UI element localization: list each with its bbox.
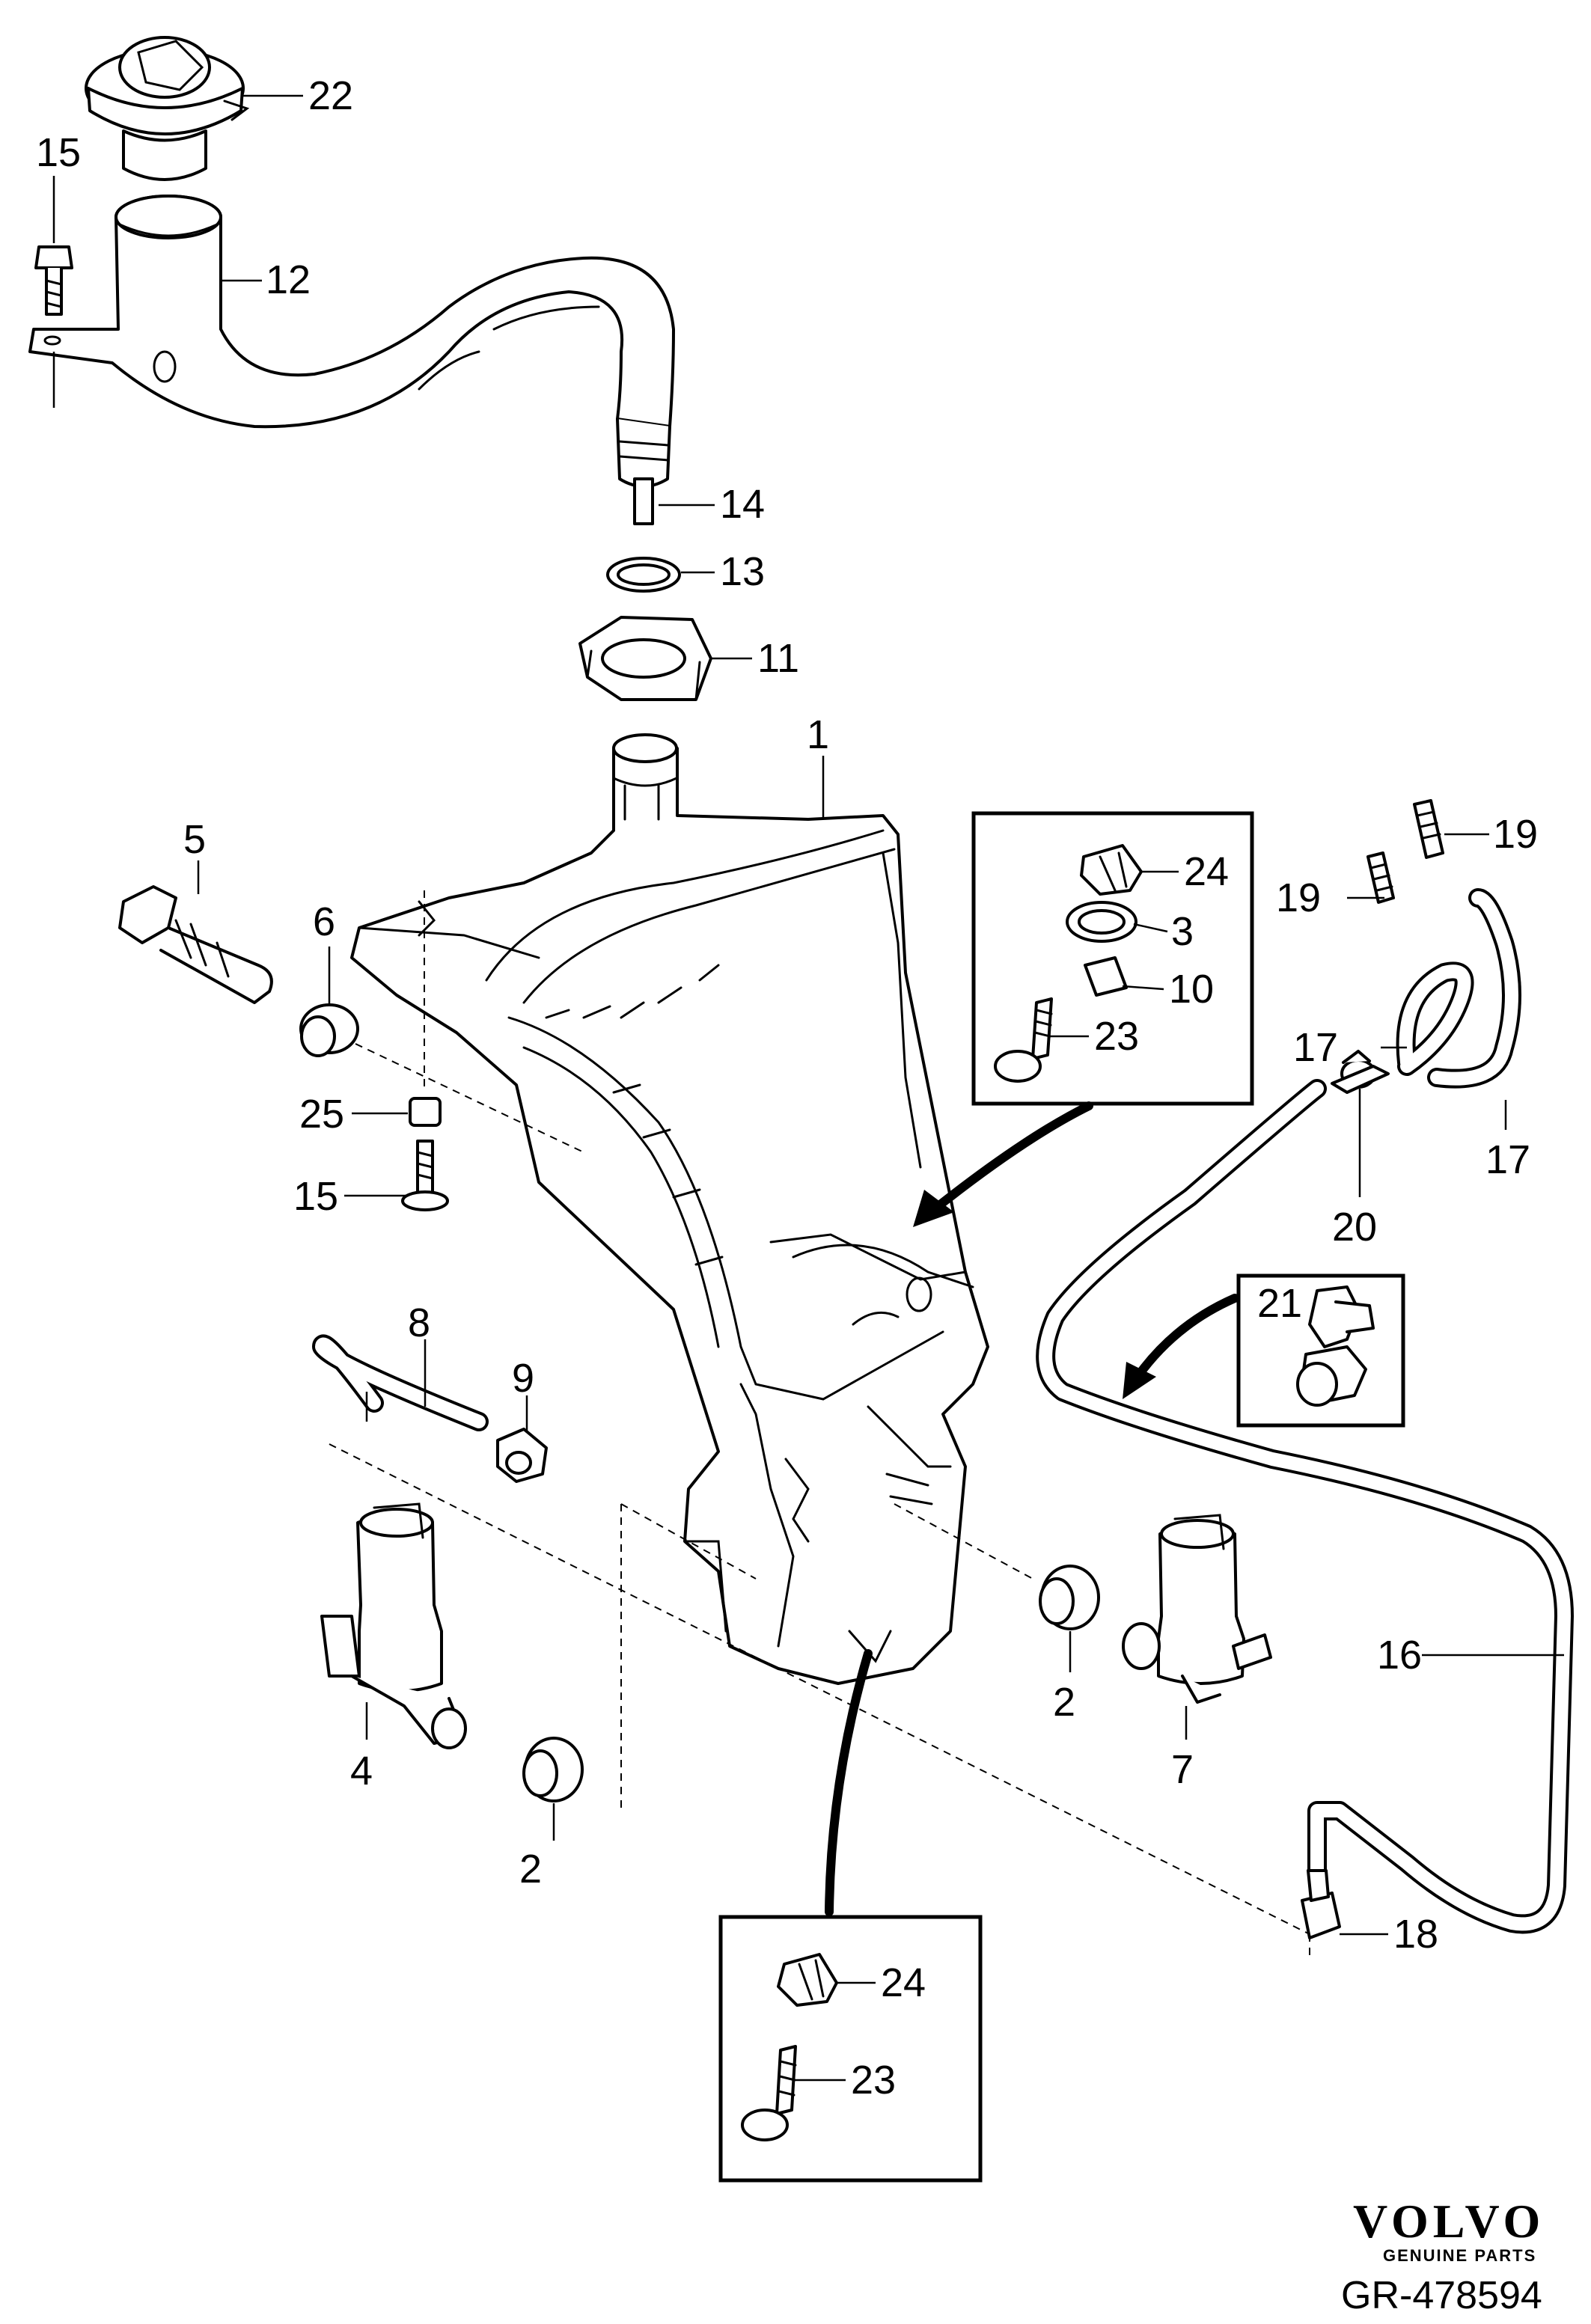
callout-10: 10	[1169, 967, 1214, 1012]
fitting-part-9	[496, 1428, 548, 1483]
bolt-part-15-lower	[401, 1140, 449, 1211]
brand-tagline: GENUINE PARTS	[1383, 2246, 1536, 2265]
inset-21-arrow	[1133, 1294, 1239, 1381]
nozzle-part-18	[1301, 1869, 1341, 1939]
connector-pipe-part-14	[633, 477, 654, 525]
callout-14: 14	[720, 482, 765, 527]
callout-7: 7	[1171, 1747, 1194, 1792]
inset-upper-arrowhead	[913, 1190, 954, 1227]
callout-23-lower: 23	[851, 2058, 896, 2103]
callout-4: 4	[350, 1749, 373, 1794]
bolt-part-15-upper	[34, 176, 73, 408]
callout-15-upper: 15	[36, 130, 81, 175]
reference-number: GR-478594	[1341, 2274, 1542, 2317]
callout-3: 3	[1171, 909, 1194, 954]
callout-23-upper: 23	[1094, 1014, 1139, 1059]
hose-part-16	[1036, 1079, 1574, 1934]
callout-9: 9	[512, 1356, 534, 1401]
hose-part-17	[1396, 888, 1521, 1089]
washer-reservoir-part-1	[350, 733, 989, 1685]
callout-21: 21	[1257, 1281, 1302, 1326]
grommet-part-2-right	[1039, 1565, 1100, 1630]
filler-pipe-part-12	[28, 195, 675, 488]
callout-22: 22	[308, 73, 353, 118]
washer-pump-part-4	[320, 1502, 467, 1749]
level-sensor-part-5	[118, 885, 273, 1004]
grommet-part-2-left	[522, 1737, 584, 1802]
callout-24-upper: 24	[1184, 849, 1229, 894]
callout-labels: 22 15 12 14 13 11 1 5 6 25 15 8 9 4 2 2 …	[36, 73, 1538, 2103]
callout-5: 5	[183, 817, 206, 862]
connector-part-19-left	[1366, 851, 1395, 904]
inset-upper-arrow	[931, 1101, 1093, 1213]
callout-17-right: 17	[1485, 1137, 1530, 1182]
callout-8: 8	[408, 1300, 430, 1345]
callout-12: 12	[266, 257, 311, 302]
filler-cap-part-22	[85, 36, 250, 181]
nut-part-11	[578, 616, 712, 701]
grommet-part-6	[299, 1003, 359, 1057]
callout-2-left: 2	[519, 1847, 542, 1892]
callout-19-left: 19	[1276, 875, 1321, 920]
brand-block: VOLVO GENUINE PARTS GR-478594	[1341, 2195, 1545, 2317]
callout-24-lower: 24	[881, 1960, 926, 2005]
callout-15-lower: 15	[293, 1174, 338, 1219]
callout-13: 13	[720, 549, 765, 594]
inset-lower-connector	[825, 1649, 873, 1916]
inset-21-arrowhead	[1123, 1362, 1156, 1399]
callout-20: 20	[1332, 1205, 1377, 1250]
leader-lines	[197, 94, 1564, 1936]
t-piece-part-20	[1331, 1050, 1390, 1094]
callout-2-right: 2	[1053, 1680, 1075, 1725]
callout-11: 11	[757, 636, 799, 681]
callout-19-right: 19	[1493, 812, 1538, 857]
callout-6: 6	[313, 899, 335, 944]
callout-25: 25	[299, 1092, 344, 1137]
callout-1: 1	[807, 712, 829, 757]
hose-part-8	[312, 1334, 489, 1431]
callout-18: 18	[1393, 1912, 1438, 1957]
callout-16: 16	[1377, 1633, 1422, 1678]
spacer-part-25	[409, 1097, 442, 1127]
callout-17-left: 17	[1293, 1025, 1338, 1070]
connector-part-19-right	[1413, 799, 1444, 859]
washer-pump-part-7	[1122, 1514, 1272, 1704]
brand-logo: VOLVO	[1353, 2195, 1545, 2248]
inset-mounting-kit-lower	[718, 1915, 983, 2183]
o-ring-part-13	[606, 557, 681, 593]
inset-clip-part-21	[1236, 1273, 1405, 1428]
inset-mounting-kit-upper	[971, 811, 1254, 1106]
